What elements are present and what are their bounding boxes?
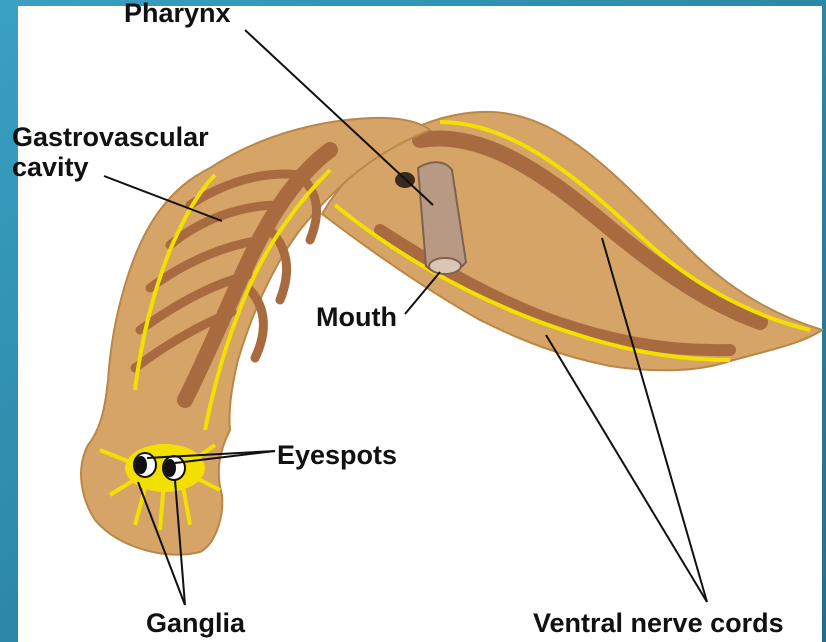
label-gastrovascular-line1: Gastrovascular [12, 122, 209, 152]
label-gastrovascular-line2: cavity [12, 152, 209, 182]
label-gastrovascular-cavity: Gastrovascular cavity [12, 122, 209, 182]
label-ventral-nerve-cords: Ventral nerve cords [533, 608, 784, 638]
label-eyespots: Eyespots [277, 440, 397, 470]
label-pharynx: Pharynx [124, 0, 231, 28]
label-mouth: Mouth [316, 302, 397, 332]
ventral-leader-1 [546, 335, 707, 602]
eyespot-left [134, 453, 156, 477]
eyespot-right [163, 456, 185, 480]
label-ganglia: Ganglia [146, 608, 245, 638]
